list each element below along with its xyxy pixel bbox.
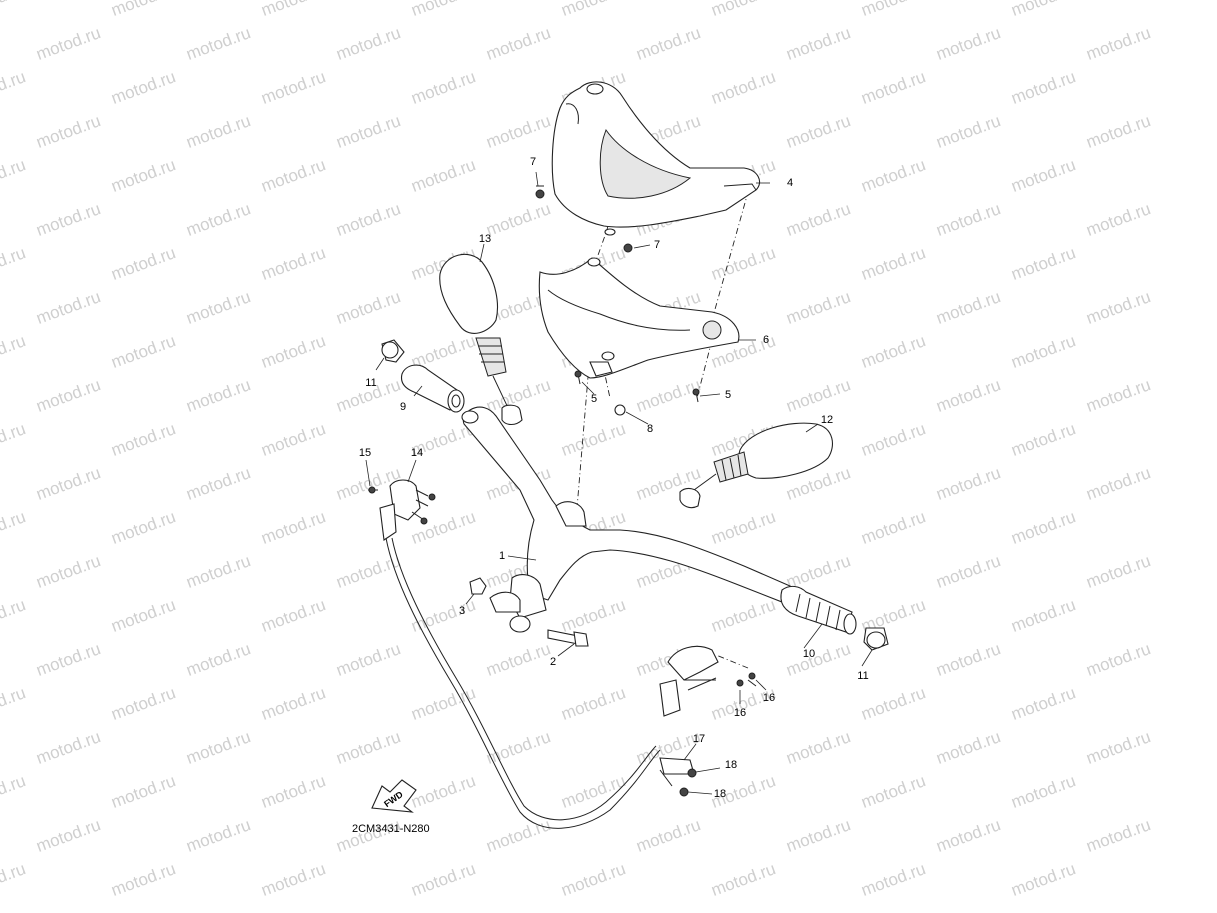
leader-lines: [365, 171, 873, 795]
callout-13: 13: [478, 233, 492, 245]
handlebar: [461, 406, 791, 633]
callout-1: 1: [498, 550, 506, 562]
callout-18b: 18: [713, 788, 727, 800]
callout-9: 9: [399, 401, 407, 413]
callout-3: 3: [458, 605, 466, 617]
callout-7b: 7: [653, 239, 661, 251]
callout-11a: 11: [365, 377, 377, 389]
callout-7a: 7: [529, 156, 537, 168]
left-grip: [400, 364, 465, 413]
cable-guide-17: [659, 757, 697, 797]
callout-16a: 16: [762, 692, 776, 704]
screw-15: [368, 486, 378, 494]
callout-10: 10: [802, 648, 816, 660]
callout-14: 14: [410, 447, 424, 459]
upper-handlebar-cover: [551, 81, 761, 236]
left-mirror: [439, 253, 523, 426]
callout-5b: 5: [724, 389, 732, 401]
callout-18a: 18: [724, 759, 738, 771]
grip-end-right: [863, 627, 889, 651]
callout-6: 6: [762, 334, 770, 346]
callout-5a: 5: [590, 393, 598, 405]
diagram-code: 2CM3431-N280: [352, 823, 430, 835]
lower-handlebar-cover: [538, 257, 740, 379]
callout-17: 17: [692, 733, 706, 745]
callout-4: 4: [786, 177, 794, 189]
callout-11b: 11: [857, 670, 869, 682]
left-lever-holder: [379, 479, 436, 541]
callout-12: 12: [820, 414, 834, 426]
right-mirror: [679, 422, 834, 509]
brake-cable: [385, 537, 661, 829]
callout-2: 2: [549, 656, 557, 668]
right-grip: [780, 585, 857, 635]
callout-15: 15: [358, 447, 372, 459]
fasteners: [469, 185, 700, 647]
fwd-arrow: FWD: [371, 779, 417, 813]
callout-8: 8: [646, 423, 654, 435]
right-lever-holder: [659, 645, 757, 717]
callout-16b: 16: [733, 707, 747, 719]
grip-end-left: [381, 339, 405, 363]
